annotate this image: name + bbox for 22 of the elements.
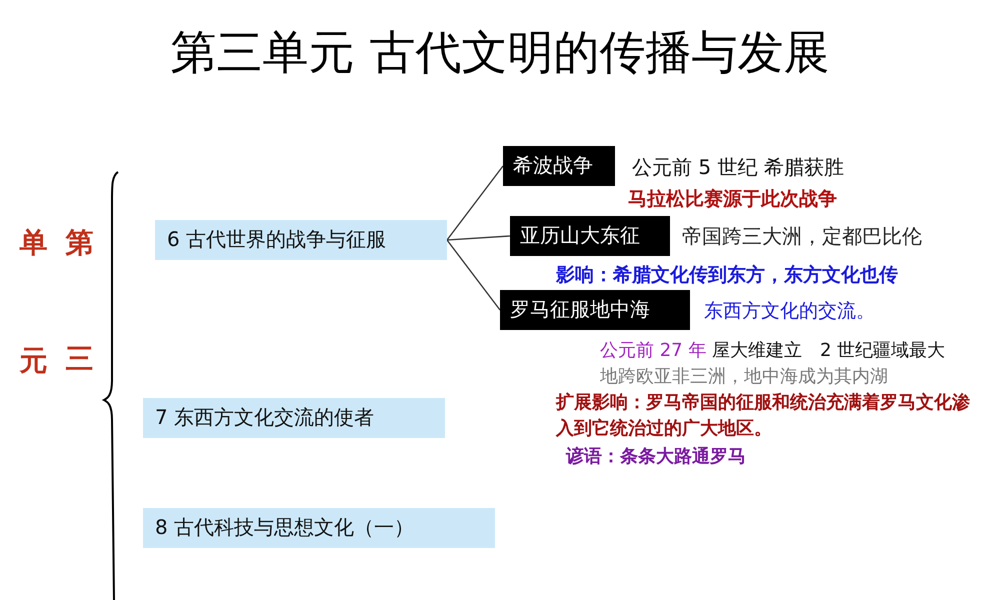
note-text: 公元前 5 世纪 希腊获胜 — [632, 154, 844, 181]
connector-line — [446, 240, 501, 310]
note-text: 马拉松比赛源于此次战争 — [628, 187, 837, 212]
topic-box: 8 古代科技与思想文化（一） — [143, 508, 495, 548]
note-text: 扩展影响：罗马帝国的征服和统治充满着罗马文化渗入到它统治过的广大地区。 — [556, 391, 971, 441]
note-text: 2 世纪疆域最大 — [820, 339, 946, 362]
note-text: 屋大维建立 — [712, 339, 802, 362]
note-text: 帝国跨三大洲，定都巴比伦 — [682, 223, 922, 250]
topic-box: 7 东西方文化交流的使者 — [143, 398, 445, 438]
title: 第三单元 古代文明的传播与发展 — [170, 24, 830, 81]
note-text: 影响：希腊文化传到东方，东方文化也传 — [556, 263, 898, 288]
event-box: 罗马征服地中海 — [500, 290, 690, 330]
event-box: 亚历山大东征 — [510, 216, 670, 256]
note-text: 公元前 27 年 — [600, 339, 706, 362]
connector-line — [446, 166, 504, 240]
connector-line — [446, 235, 510, 241]
event-box: 希波战争 — [503, 146, 615, 186]
note-text: 地跨欧亚非三洲，地中海成为其内湖 — [600, 365, 888, 388]
topic-box: 6 古代世界的战争与征服 — [155, 220, 447, 260]
note-text: 谚语：条条大路通罗马 — [566, 445, 746, 468]
unit-label: 第三单元 — [16, 205, 97, 447]
note-text: 东西方文化的交流。 — [704, 299, 875, 324]
